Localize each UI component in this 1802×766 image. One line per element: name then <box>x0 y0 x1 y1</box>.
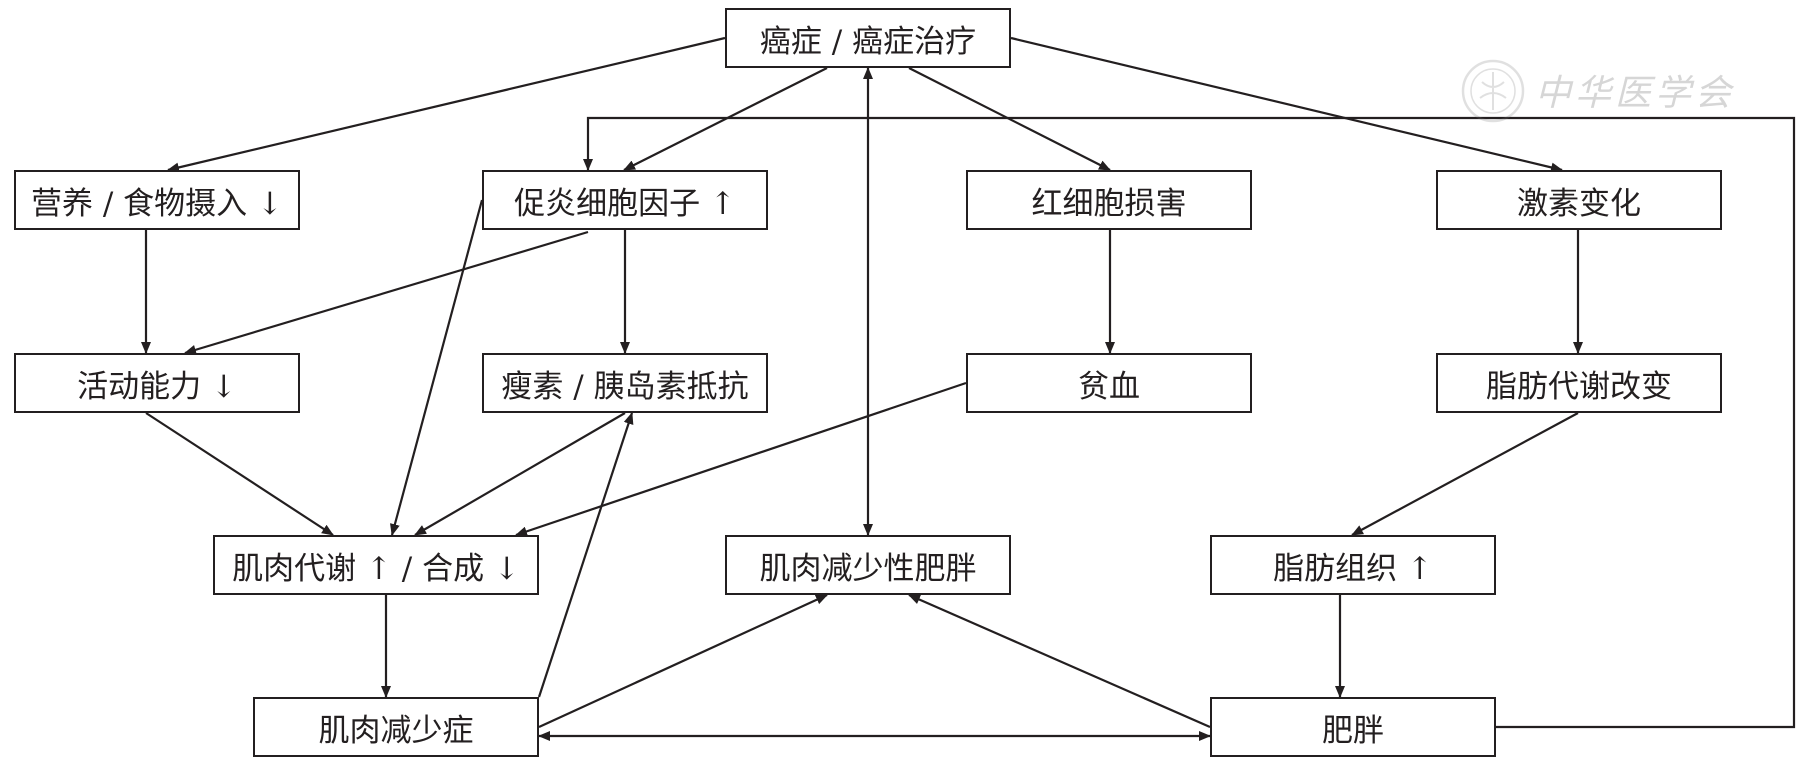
node-fat-metabolism: 脂肪代谢改变 <box>1436 353 1722 413</box>
node-sarcopenic-obesity: 肌肉减少性肥胖 <box>725 535 1011 595</box>
edge-resistance-to-musclemetab <box>414 412 626 536</box>
edge-fatmetab-to-adipose <box>1351 412 1579 536</box>
edge-obesity-to-sarcobesity <box>908 593 1211 729</box>
node-sarcopenia: 肌肉减少症 <box>253 697 539 757</box>
node-adipose: 脂肪组织 ↑ <box>1210 535 1496 595</box>
edge-sarcopenia-to-resistance <box>537 412 634 698</box>
seal-icon <box>1461 59 1525 123</box>
edge-sarcopenia-to-sarcobesity <box>538 594 828 728</box>
node-resistance: 瘦素 / 胰岛素抵抗 <box>482 353 768 413</box>
watermark-text: 中华医学会 <box>1535 73 1736 114</box>
edge-anemia-to-musclemetab <box>515 381 967 537</box>
node-rbc: 红细胞损害 <box>966 170 1252 230</box>
node-nutrition: 营养 / 食物摄入 ↓ <box>14 170 300 230</box>
edge-cancer-to-hormone <box>1010 36 1563 173</box>
edge-inflammatory-to-activity <box>184 230 589 355</box>
node-muscle-metabolism: 肌肉代谢 ↑ / 合成 ↓ <box>213 535 539 595</box>
node-cancer: 癌症 / 癌症治疗 <box>725 8 1011 68</box>
node-obesity: 肥胖 <box>1210 697 1496 757</box>
node-inflammatory: 促炎细胞因子 ↑ <box>482 170 768 230</box>
node-activity: 活动能力 ↓ <box>14 353 300 413</box>
edge-activity-to-musclemetab <box>145 412 334 536</box>
edge-cancer-to-nutrition <box>167 36 726 173</box>
node-hormone: 激素变化 <box>1436 170 1722 230</box>
edge-inflammatory-to-musclemetab <box>390 199 484 536</box>
edge-obesity-to-inflammatory <box>583 116 1796 729</box>
node-anemia: 贫血 <box>966 353 1252 413</box>
